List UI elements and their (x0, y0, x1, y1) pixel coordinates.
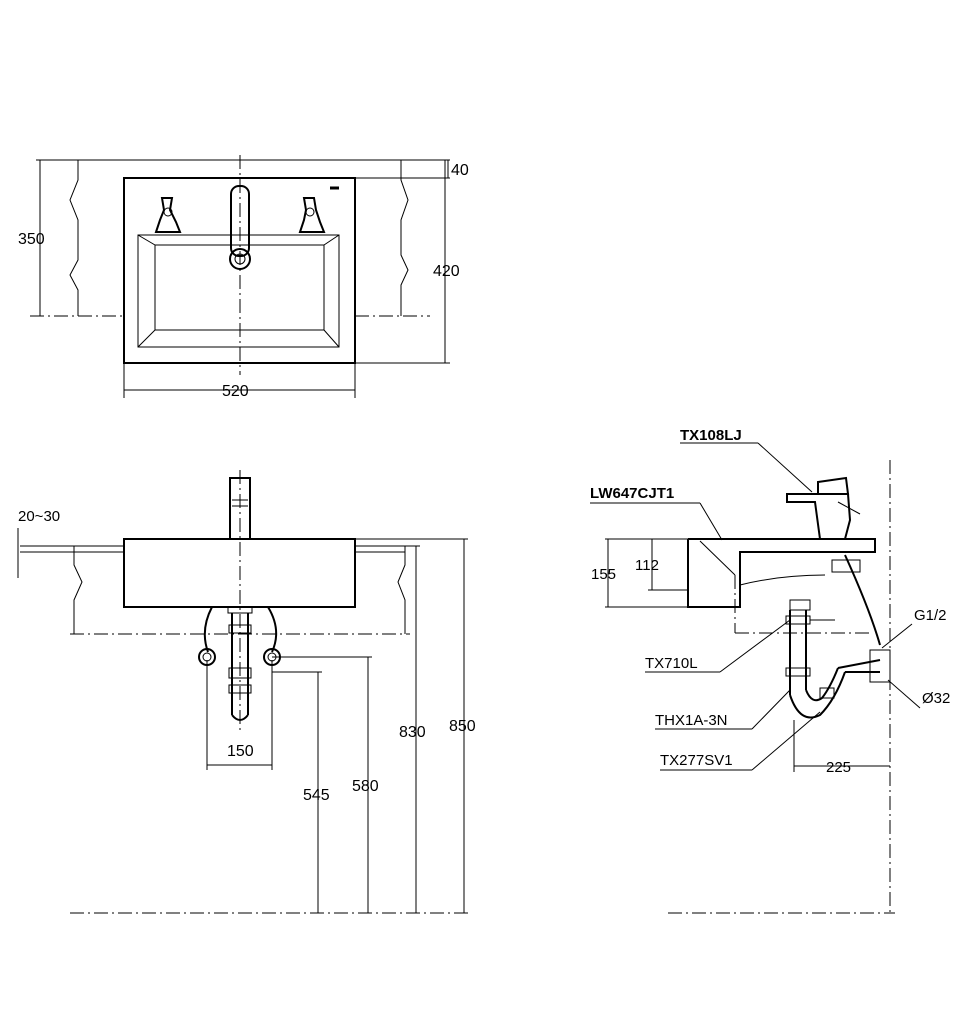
dim-225: 225 (826, 759, 851, 776)
hose-right (267, 606, 278, 653)
label-d32: Ø32 (922, 690, 950, 707)
label-tx710l: TX710L (645, 655, 698, 672)
valve-right-icon (298, 197, 326, 233)
valve-left-icon (154, 197, 182, 233)
dim-545: 545 (303, 787, 330, 804)
basin-side-icon (687, 538, 876, 634)
top-view: 40 350 420 520 (18, 155, 469, 400)
side-view: 155 112 TX108LJ LW647CJT1 G1/2 Ø32 TX710… (590, 427, 950, 914)
faucet-side-icon (786, 476, 861, 540)
dim-420: 420 (433, 263, 460, 280)
dim-350: 350 (18, 231, 45, 248)
dim-830: 830 (399, 724, 426, 741)
dim-580: 580 (352, 778, 379, 795)
label-thx1a-3n: THX1A-3N (655, 712, 728, 729)
dim-150: 150 (227, 743, 254, 760)
drain-trap-side-icon (785, 599, 891, 719)
hose-left (203, 606, 213, 653)
supply-hose-side (844, 554, 881, 646)
dim-850: 850 (449, 718, 476, 735)
dim-112: 112 (635, 557, 659, 574)
dim-155: 155 (591, 566, 616, 583)
label-tx108lj: TX108LJ (680, 427, 742, 444)
dim-520: 520 (222, 383, 249, 400)
dim-40: 40 (451, 162, 469, 179)
label-lw647cjt1: LW647CJT1 (590, 485, 674, 502)
label-g12: G1/2 (914, 607, 947, 624)
basin-outline-top (123, 177, 356, 364)
front-view: 20~30 150 545 580 830 850 (17, 470, 476, 914)
trap-front-icon (227, 606, 253, 721)
dim-20-30: 20~30 (18, 508, 60, 525)
label-tx277sv1: TX277SV1 (660, 752, 733, 769)
